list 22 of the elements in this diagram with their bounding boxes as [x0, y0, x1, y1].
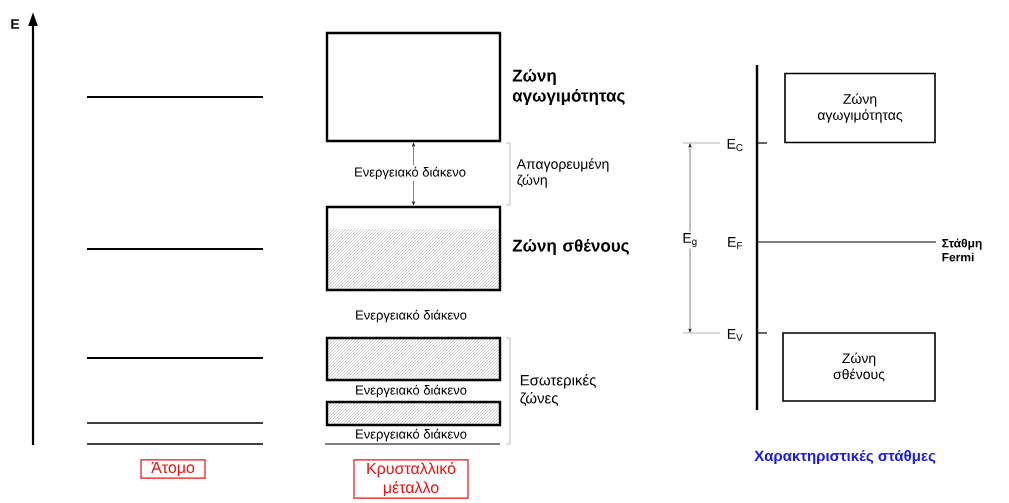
band-box: Ζώνη αγωγιμότητας: [784, 72, 936, 144]
band-box: [325, 336, 502, 382]
annotation: E$_{V}$: [727, 329, 743, 341]
band-label: Ζώνη σθένους: [512, 239, 629, 255]
annotation: Απαγορευμένη ζώνη: [516, 158, 609, 188]
edge-label: Ενεργειακό διάκενο: [352, 165, 468, 181]
annotation: Ενεργειακό διάκενο: [353, 427, 469, 443]
annotation: Στάθμη Fermi: [942, 238, 982, 262]
band-box: Ζώνη σθένους: [782, 332, 936, 402]
axis-label: E: [11, 19, 20, 29]
annotation: Εσωτερικές ζώνες: [520, 374, 596, 406]
annotation: E$_{g}$: [680, 231, 700, 249]
band-label: Ζώνη αγωγιμότητας: [512, 69, 625, 105]
annotation: Ενεργειακό διάκενο: [356, 309, 467, 323]
annotation: Χαρακτηριστικές στάθμες: [754, 449, 936, 465]
arrow: [411, 142, 416, 206]
annotation: Ενεργειακό διάκενο: [353, 383, 469, 399]
caption-box: Άτομο: [140, 459, 206, 479]
annotation: E$_{F}$: [728, 237, 743, 249]
caption-box: Κρυσταλλικό μέταλλο: [353, 459, 469, 499]
annotation: E$_{C}$: [727, 139, 743, 151]
band-box: [325, 400, 502, 427]
